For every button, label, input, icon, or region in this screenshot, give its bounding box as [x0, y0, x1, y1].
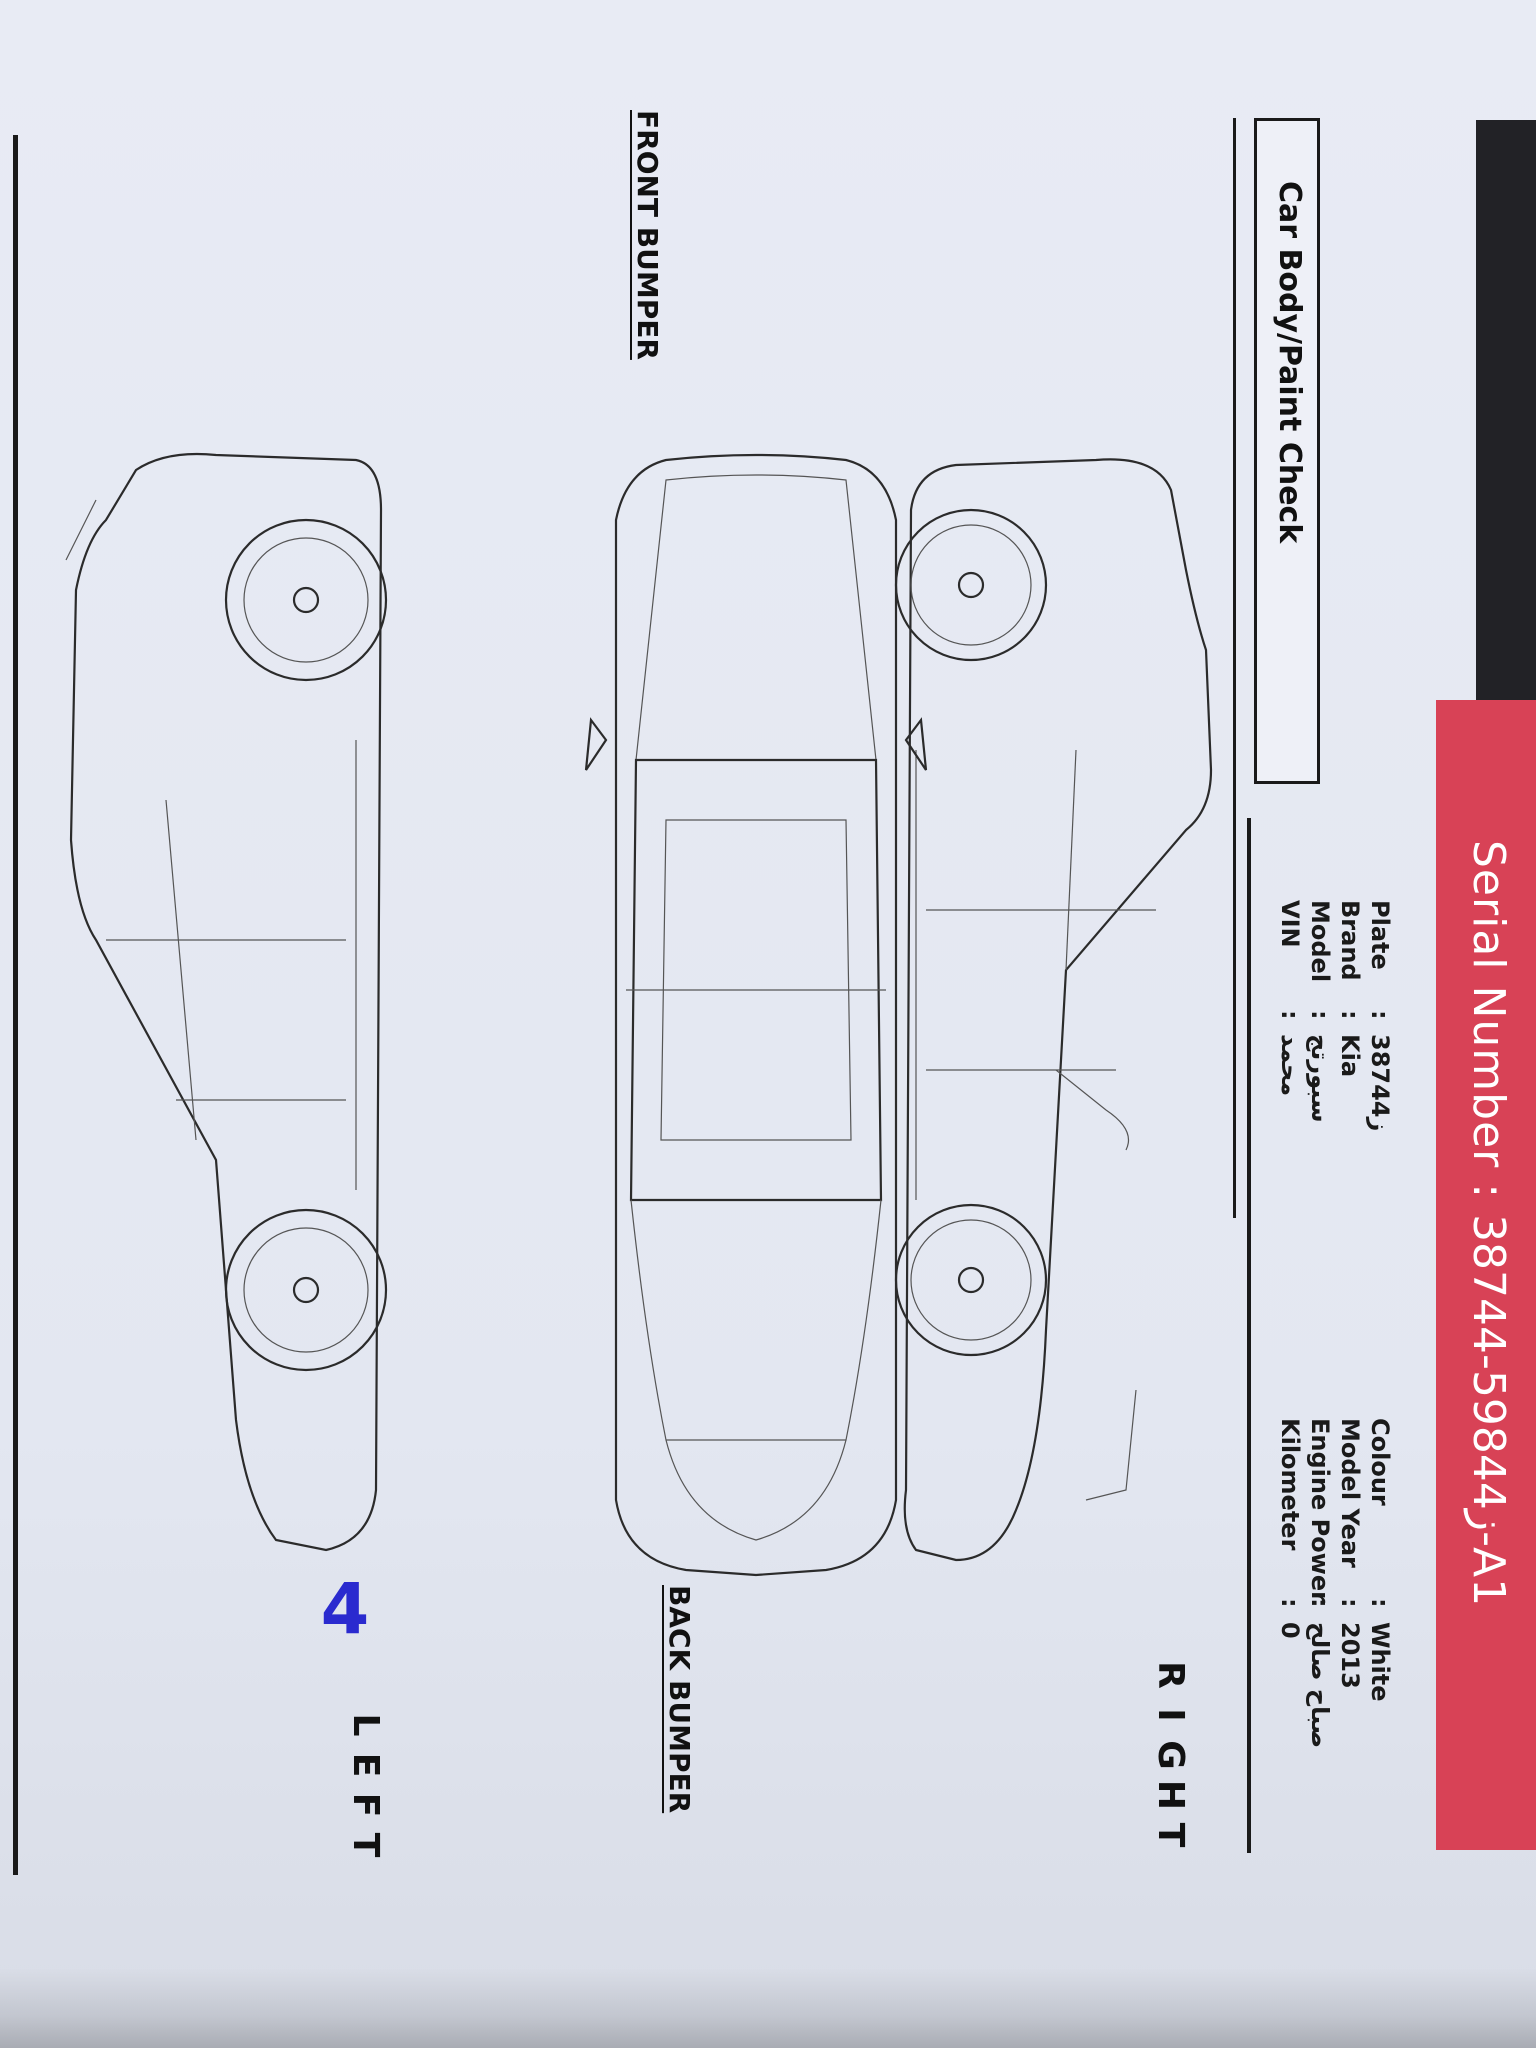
serial-label: Serial Number :	[1463, 840, 1514, 1200]
back-bumper-label: BACK BUMPER	[663, 1585, 696, 1814]
serial-value: ز59844-38744-A1	[1463, 1214, 1514, 1608]
right-letter: H	[1150, 1779, 1191, 1811]
right-letter: I	[1150, 1708, 1191, 1722]
left-letter: F	[345, 1792, 386, 1818]
left-letter: T	[345, 1832, 386, 1858]
plate-value: ز38744	[1366, 1034, 1394, 1132]
front-bumper-label: FRONT BUMPER	[631, 110, 664, 360]
engine-power-value: صباح صالح	[1306, 1622, 1334, 1749]
bottom-rule	[13, 135, 18, 1875]
right-letter: T	[1150, 1822, 1191, 1848]
info-brand: Brand:Kia	[1336, 900, 1364, 1078]
model-value: سبورتج	[1306, 1034, 1334, 1123]
paper-shadow	[0, 1968, 1536, 2048]
brand-value: Kia	[1336, 1034, 1364, 1078]
right-letter: G	[1150, 1740, 1191, 1770]
info-rule	[1247, 818, 1251, 1853]
model-year-label: Model Year	[1336, 1418, 1364, 1568]
brand-label: Brand	[1336, 900, 1364, 981]
info-model-year: Model Year:2013	[1336, 1418, 1364, 1689]
info-plate: Plate:ز38744	[1366, 900, 1394, 1132]
plate-label: Plate	[1366, 900, 1394, 970]
section-title: Car Body/Paint Check	[1272, 181, 1307, 544]
colour-value: White	[1366, 1622, 1394, 1702]
serial-number: Serial Number : ز59844-38744-A1	[1463, 840, 1514, 1607]
kilometer-value: 0	[1276, 1622, 1304, 1639]
top-rule	[1233, 118, 1236, 1218]
info-kilometer: Kilometer:0	[1276, 1418, 1304, 1639]
model-year-value: 2013	[1336, 1622, 1364, 1689]
colour-label: Colour	[1366, 1418, 1394, 1506]
car-left-side-view-icon	[65, 452, 388, 1552]
right-letter: R	[1150, 1661, 1191, 1689]
info-colour: Colour:White	[1366, 1418, 1394, 1702]
vin-value: محمد	[1276, 1034, 1304, 1097]
info-engine-power: Engine Power:صباح صالح	[1306, 1418, 1334, 1749]
vin-label: VIN	[1276, 900, 1304, 948]
info-vin: VIN:محمد	[1276, 900, 1304, 1097]
car-right-side-view-icon	[894, 458, 1213, 1562]
car-top-view-icon	[584, 453, 928, 1577]
left-letter: L	[345, 1713, 386, 1737]
right-side-label: R I G H T	[1150, 1655, 1191, 1855]
engine-power-label: Engine Power	[1306, 1418, 1334, 1603]
model-label: Model	[1306, 900, 1334, 983]
info-model: Model:سبورتج	[1306, 900, 1334, 1123]
handwritten-mark: 4	[320, 1568, 370, 1651]
section-title-box: Car Body/Paint Check	[1254, 118, 1320, 784]
kilometer-label: Kilometer	[1276, 1418, 1304, 1551]
left-letter: E	[345, 1752, 386, 1778]
left-side-label: L E F T	[345, 1705, 386, 1865]
